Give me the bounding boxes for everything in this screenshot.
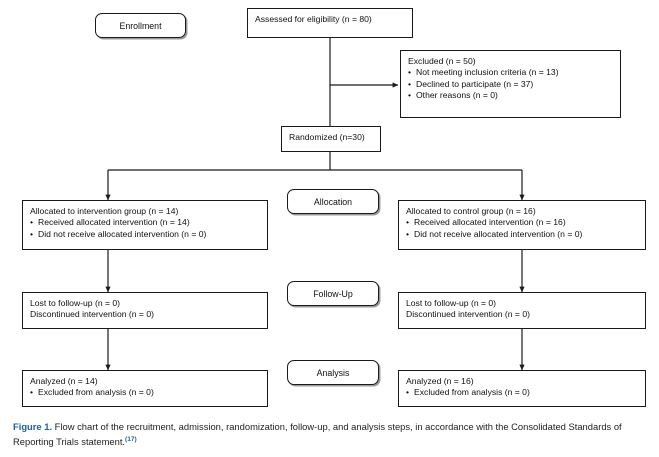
node-line: Lost to follow-up (n = 0) <box>406 298 497 308</box>
node-bullet: Other reasons (n = 0) <box>408 90 614 102</box>
node-bullet: Received allocated intervention (n = 14) <box>30 217 261 229</box>
node-bullet: Excluded from analysis (n = 0) <box>406 387 639 399</box>
node-allocation-intervention: Allocated to intervention group (n = 14)… <box>22 200 268 250</box>
node-analysis-control: Analyzed (n = 16) Excluded from analysis… <box>398 370 646 407</box>
node-bullet: Did not receive allocated intervention (… <box>30 229 261 241</box>
node-bullet: Not meeting inclusion criteria (n = 13) <box>408 67 614 79</box>
stage-label-analysis-text: Analysis <box>316 367 350 378</box>
figure-caption-reference: (17) <box>125 436 137 443</box>
node-line: Lost to follow-up (n = 0) <box>30 298 121 308</box>
figure-caption-label: Figure 1. <box>13 421 53 432</box>
node-line: Assessed for eligibility (n = 80) <box>255 14 372 24</box>
node-line: Analyzed (n = 16) <box>406 376 474 386</box>
stage-label-enrollment: Enrollment <box>95 13 186 38</box>
stage-label-analysis: Analysis <box>287 360 379 385</box>
node-line: Allocated to control group (n = 16) <box>406 206 536 216</box>
node-line: Excluded (n = 50) <box>408 56 476 66</box>
node-bullet: Declined to participate (n = 37) <box>408 79 614 91</box>
node-analysis-intervention: Analyzed (n = 14) Excluded from analysis… <box>22 370 268 407</box>
node-line: Randomized (n=30) <box>289 132 365 142</box>
node-bullet: Excluded from analysis (n = 0) <box>30 387 261 399</box>
stage-label-followup: Follow-Up <box>287 281 379 306</box>
stage-label-allocation: Allocation <box>287 189 379 214</box>
consort-flow-diagram: Enrollment Allocation Follow-Up Analysis… <box>0 0 659 412</box>
node-line: Analyzed (n = 14) <box>30 376 98 386</box>
figure-caption-text: Flow chart of the recruitment, admission… <box>13 421 622 448</box>
stage-label-followup-text: Follow-Up <box>313 288 353 299</box>
node-line: Allocated to intervention group (n = 14) <box>30 206 179 216</box>
node-followup-control: Lost to follow-up (n = 0) Discontinued i… <box>398 292 646 329</box>
figure-caption: Figure 1. Flow chart of the recruitment,… <box>13 420 647 448</box>
node-bullet: Received allocated intervention (n = 16) <box>406 217 639 229</box>
node-followup-intervention: Lost to follow-up (n = 0) Discontinued i… <box>22 292 268 329</box>
stage-label-allocation-text: Allocation <box>313 196 353 207</box>
stage-label-enrollment-text: Enrollment <box>119 20 162 31</box>
node-randomized: Randomized (n=30) <box>281 126 381 152</box>
node-bullet: Did not receive allocated intervention (… <box>406 229 639 241</box>
node-assessed-for-eligibility: Assessed for eligibility (n = 80) <box>247 8 413 38</box>
node-excluded: Excluded (n = 50) Not meeting inclusion … <box>400 50 621 118</box>
node-line: Discontinued intervention (n = 0) <box>406 309 530 320</box>
flow-connectors <box>105 38 525 371</box>
node-line: Discontinued intervention (n = 0) <box>30 309 154 320</box>
node-allocation-control: Allocated to control group (n = 16) Rece… <box>398 200 646 250</box>
